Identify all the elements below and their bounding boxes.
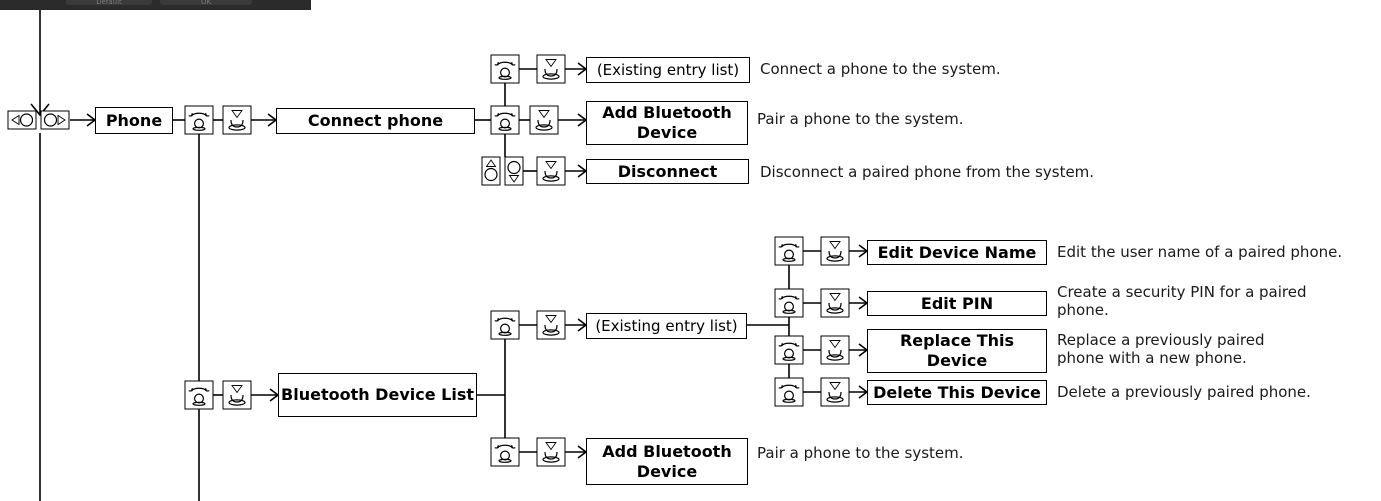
add-bluetooth-device-node: Add Bluetooth Device (586, 101, 748, 145)
add-bluetooth-device-node: Add Bluetooth Device (586, 438, 748, 485)
dial-rotate-icon (490, 437, 520, 467)
existing-entry-list-node: (Existing entry list) (586, 313, 747, 339)
edit-device-name-node: Edit Device Name (867, 240, 1047, 265)
dial-press-icon (820, 288, 850, 318)
dial-rotate-icon (774, 335, 804, 365)
move-down-icon (504, 156, 524, 186)
description-text: Pair a phone to the system. (757, 444, 964, 462)
replace-this-device-node: Replace This Device (867, 329, 1047, 373)
dial-rotate-icon (184, 380, 214, 410)
default-button-remnant: Default (66, 0, 152, 5)
bluetooth-device-list-node: Bluetooth Device List (278, 373, 477, 417)
move-up-icon (481, 156, 501, 186)
dial-rotate-icon (774, 377, 804, 407)
description-text: Disconnect a paired phone from the syste… (760, 163, 1095, 181)
dial-press-icon (529, 105, 559, 135)
move-left-icon (7, 110, 37, 130)
dial-press-icon (820, 377, 850, 407)
existing-entry-list-node: (Existing entry list) (586, 57, 750, 83)
dial-rotate-icon (490, 54, 520, 84)
dial-rotate-icon (490, 105, 520, 135)
edit-pin-node: Edit PIN (867, 291, 1047, 316)
dial-press-icon (820, 335, 850, 365)
description-text: Connect a phone to the system. (760, 60, 1001, 78)
dial-rotate-icon (490, 310, 520, 340)
dial-rotate-icon (774, 236, 804, 266)
description-text: Delete a previously paired phone. (1057, 383, 1311, 401)
dial-rotate-icon (774, 288, 804, 318)
description-text: Create a security PIN for a paired phone… (1057, 283, 1307, 319)
description-text: Pair a phone to the system. (757, 110, 964, 128)
dial-press-icon (536, 54, 566, 84)
description-text: Edit the user name of a paired phone. (1057, 243, 1343, 261)
disconnect-node: Disconnect (586, 159, 749, 184)
delete-this-device-node: Delete This Device (867, 380, 1047, 405)
dial-press-icon (222, 105, 252, 135)
top-screen-strip: Default OK (0, 0, 311, 10)
dial-press-icon (536, 156, 566, 186)
dial-press-icon (536, 310, 566, 340)
ok-button-remnant: OK (160, 0, 252, 5)
dial-press-icon (222, 380, 252, 410)
move-right-icon (40, 110, 70, 130)
description-text: Replace a previously paired phone with a… (1057, 331, 1265, 367)
dial-press-icon (536, 437, 566, 467)
connect-phone-node: Connect phone (276, 108, 475, 134)
dial-rotate-icon (184, 105, 214, 135)
phone-menu-node: Phone (95, 107, 173, 134)
dial-press-icon (820, 236, 850, 266)
